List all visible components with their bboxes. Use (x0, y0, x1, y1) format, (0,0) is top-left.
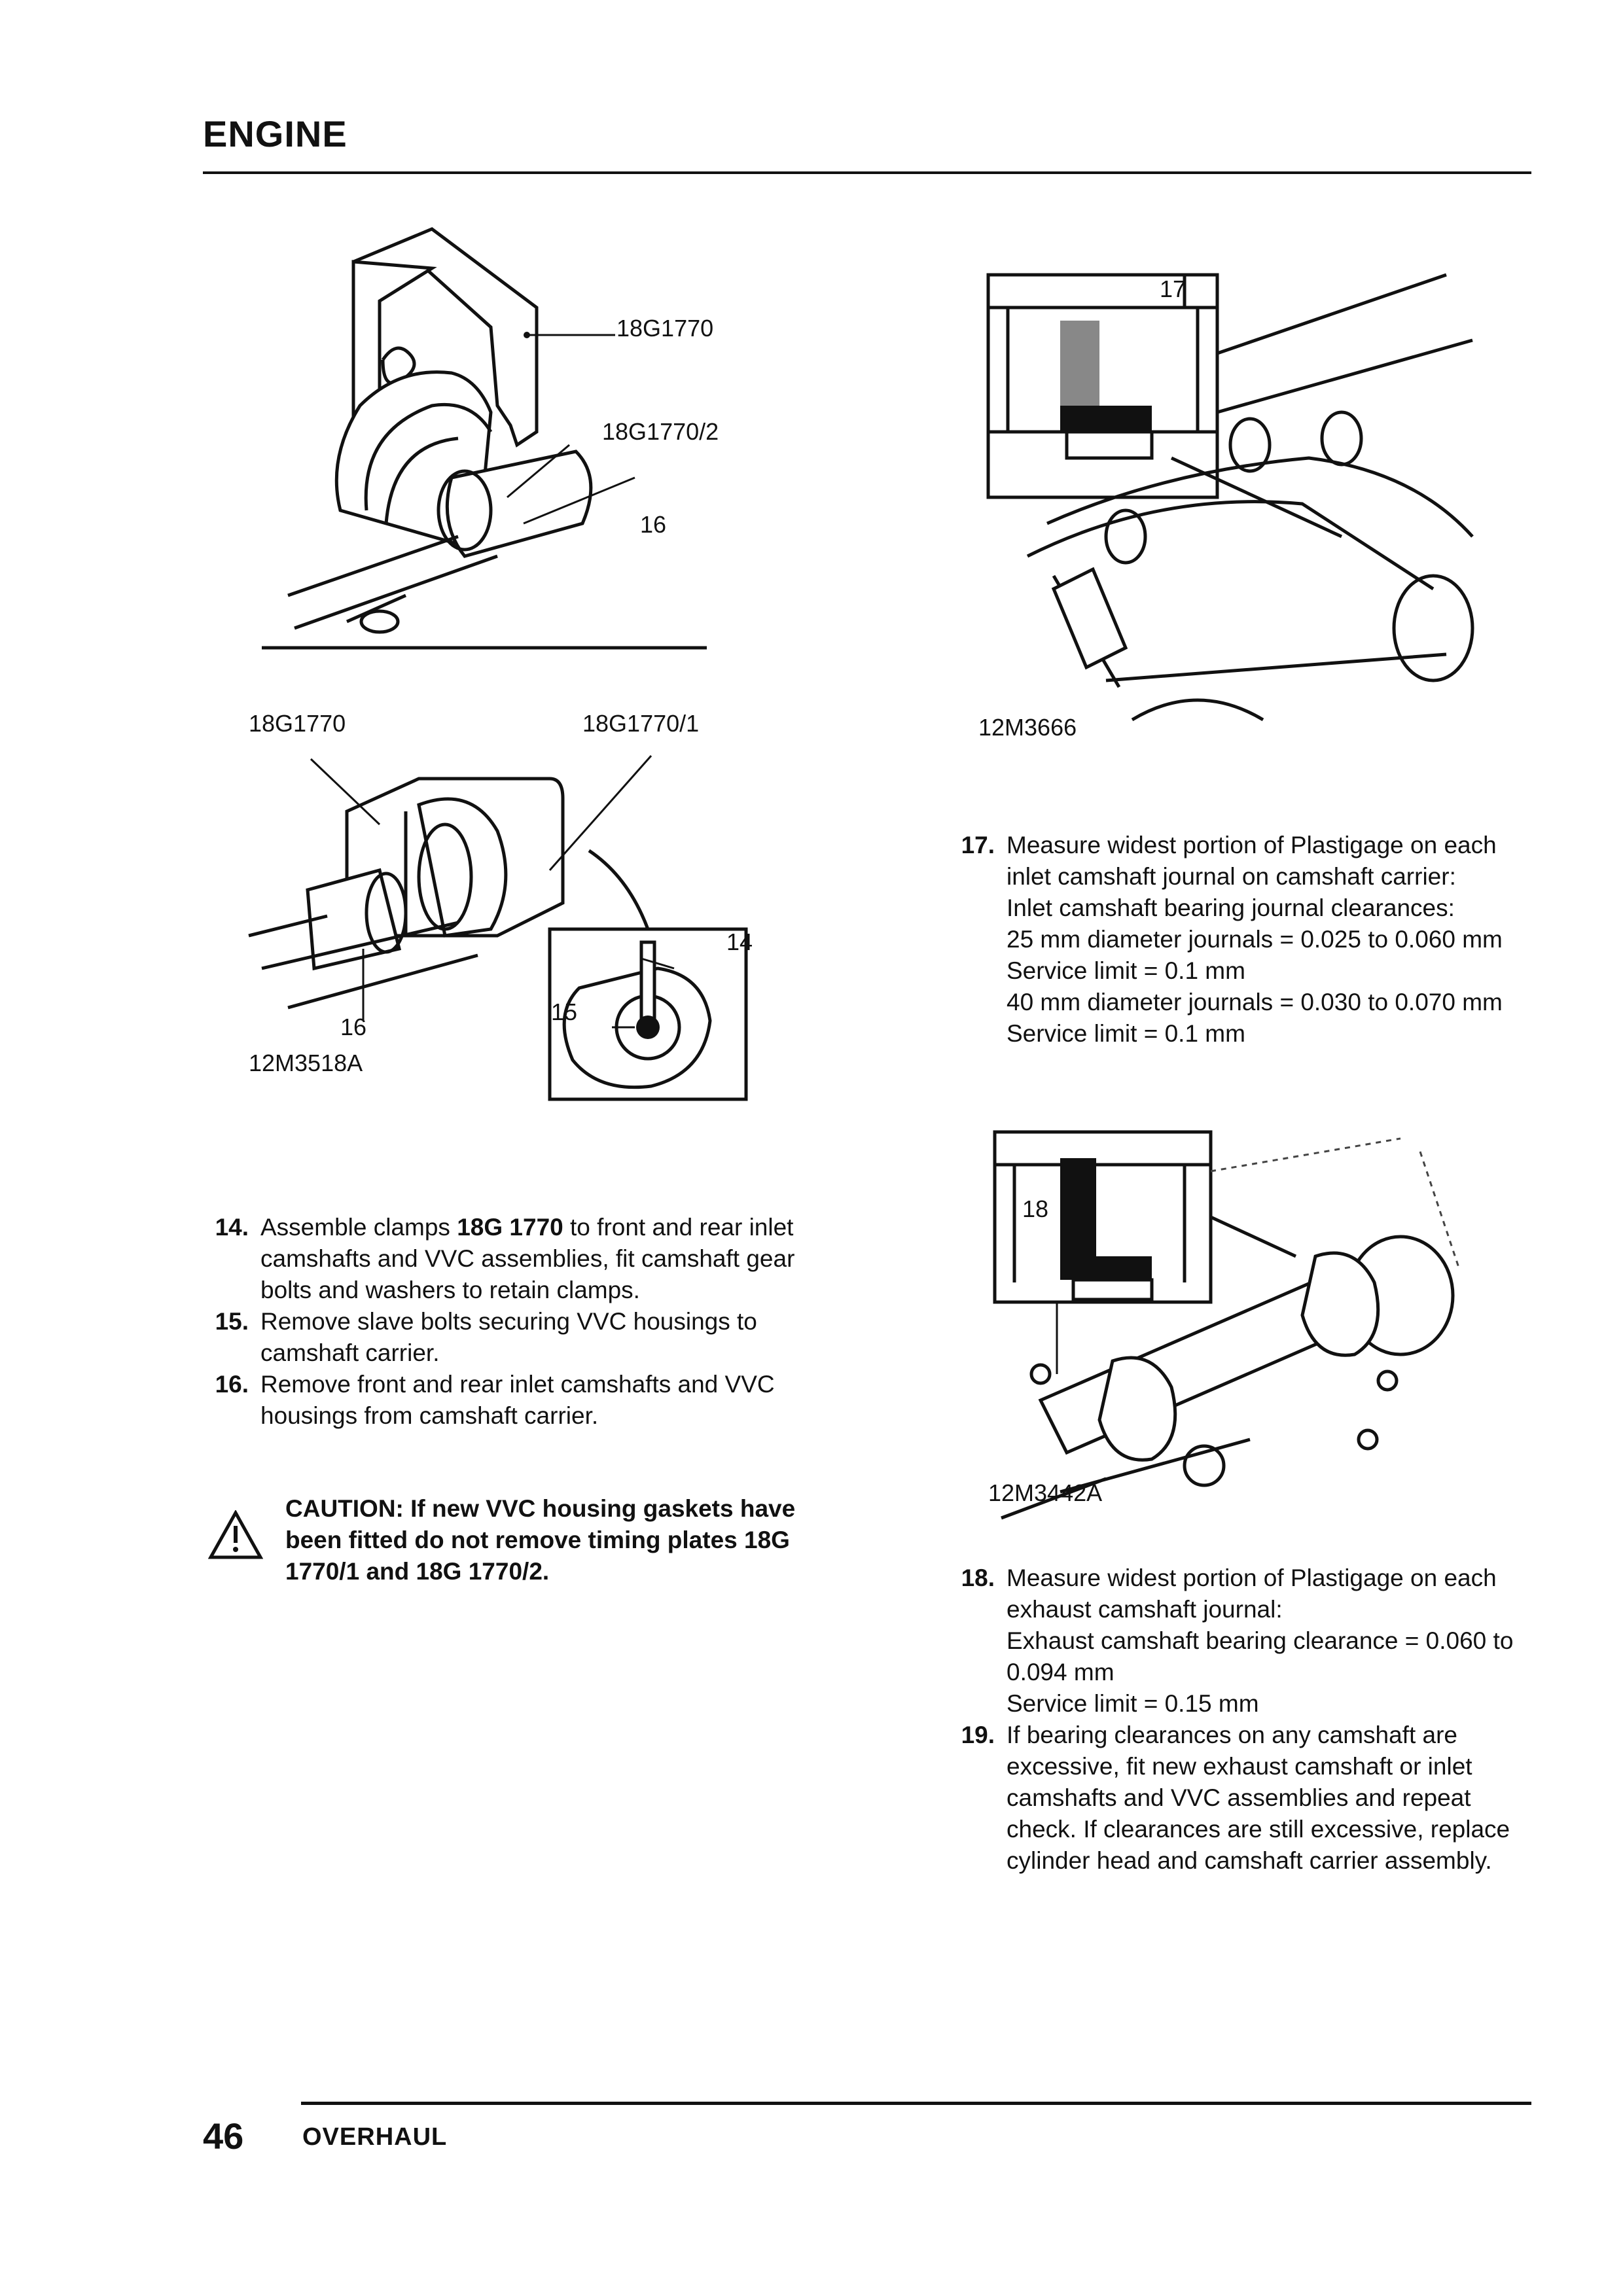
figure-clamp-lower (248, 755, 748, 1101)
warning-triangle-icon (208, 1510, 263, 1559)
step-text: Remove front and rear inlet camshafts an… (260, 1371, 775, 1429)
step-15: 15. Remove slave bolts securing VVC hous… (196, 1306, 825, 1369)
tool-reference: 18G 1770 (457, 1214, 563, 1241)
figure-label: 16 (340, 1014, 367, 1040)
step-number: 15. (215, 1308, 249, 1335)
step-text: Remove slave bolts securing VVC housings… (260, 1308, 757, 1366)
figure-label: 12M3518A (249, 1050, 363, 1076)
step-text: Assemble clamps (260, 1214, 457, 1241)
figure-label: 12M3442A (988, 1479, 1103, 1506)
step-text: Service limit = 0.15 mm (1007, 1690, 1259, 1717)
figure-plastigage-exhaust (993, 1130, 1461, 1520)
figure-label: 15 (551, 998, 578, 1025)
steps-14-16: 14. Assemble clamps 18G 1770 to front an… (196, 1212, 825, 1432)
step-number: 19. (961, 1722, 995, 1748)
step-number: 17. (961, 832, 995, 858)
step-text: 40 mm diameter journals = 0.030 to 0.070… (1007, 989, 1503, 1016)
figure-label: 18 (1022, 1195, 1049, 1222)
figure-clamp-upper (262, 227, 707, 650)
step-17: 17. Measure widest portion of Plastigage… (942, 830, 1531, 1050)
step-text: If bearing clearances on any camshaft ar… (1007, 1722, 1510, 1874)
step-16: 16. Remove front and rear inlet camshaft… (196, 1369, 825, 1432)
page-header-title: ENGINE (203, 113, 348, 154)
step-text: to front and rear inlet camshafts and VV… (260, 1214, 795, 1303)
step-number: 16. (215, 1371, 249, 1398)
step-number: 18. (961, 1564, 995, 1591)
steps-18-19: 18. Measure widest portion of Plastigage… (942, 1563, 1531, 1877)
caution-text: CAUTION: If new VVC housing gaskets have… (285, 1495, 796, 1585)
step-text: Measure widest portion of Plastigage on … (1007, 832, 1497, 890)
figure-label: 18G1770 (616, 315, 714, 342)
step-text: Measure widest portion of Plastigage on … (1007, 1564, 1497, 1623)
step-text: Service limit = 0.1 mm (1007, 957, 1245, 984)
figure-label: 18G1770/1 (582, 710, 700, 737)
figure-label: 14 (726, 928, 753, 955)
footer-rule (301, 2102, 1531, 2105)
step-text: 25 mm diameter journals = 0.025 to 0.060… (1007, 926, 1503, 953)
page-number: 46 (203, 2115, 244, 2157)
step-number: 14. (215, 1214, 249, 1241)
figure-label: 16 (640, 511, 667, 538)
step-19: 19. If bearing clearances on any camshaf… (942, 1720, 1531, 1877)
header-rule (203, 171, 1531, 174)
figure-plastigage-inlet (986, 273, 1474, 722)
figure-label: 18G1770/2 (602, 418, 719, 445)
step-18: 18. Measure widest portion of Plastigage… (942, 1563, 1531, 1720)
figure-label: 17 (1160, 275, 1186, 302)
figure-label: 12M3666 (978, 714, 1077, 741)
step-14: 14. Assemble clamps 18G 1770 to front an… (196, 1212, 825, 1306)
step-text: Service limit = 0.1 mm (1007, 1020, 1245, 1047)
figure-label: 18G1770 (249, 710, 346, 737)
footer-section: OVERHAUL (302, 2123, 448, 2151)
step-text: Exhaust camshaft bearing clearance = 0.0… (1007, 1627, 1514, 1686)
step-text: Inlet camshaft bearing journal clearance… (1007, 894, 1455, 921)
